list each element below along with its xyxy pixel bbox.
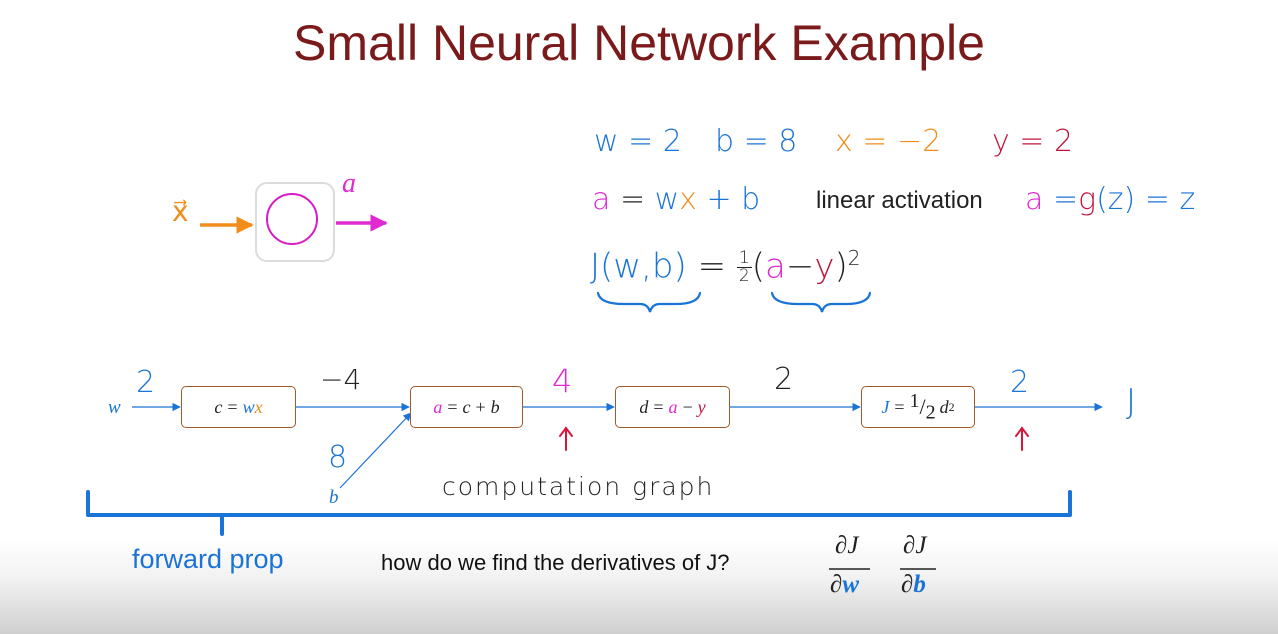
box3-lhs: d	[639, 396, 649, 417]
edge-b-to-a	[339, 412, 412, 489]
box3-a: a	[668, 396, 678, 417]
input-x-vector-label: x⃗	[172, 197, 189, 228]
derivative-dJ-dw-denominator: ∂w	[830, 571, 859, 599]
param-x: x = −2	[835, 124, 942, 159]
cost-half: 1 2	[736, 248, 752, 287]
linear-activation-label: linear activation	[816, 187, 983, 214]
act-eq: =	[1052, 182, 1079, 217]
graph-b-value: 8	[328, 440, 348, 475]
box3-y: y	[697, 396, 706, 417]
dJdb-den-v: b	[913, 571, 926, 598]
node-d-equals-a-minus-y: d=a−y	[615, 386, 730, 428]
red-arrow-a	[559, 426, 573, 451]
computation-graph-caption: computation graph	[442, 472, 715, 501]
box1-lhs: c	[214, 396, 223, 417]
cost-half-den: 2	[738, 266, 750, 287]
box4-exp: 2	[948, 399, 955, 414]
cost-half-num: 1	[736, 248, 752, 269]
slide-title: Small Neural Network Example	[293, 15, 985, 71]
cost-function-equation: J(w,b) = 1 2 (a−y)2	[590, 246, 860, 286]
forward-prop-bracket	[86, 490, 1072, 536]
box2-c: c	[462, 396, 471, 417]
dJdb-den-d: ∂	[901, 571, 914, 598]
derivative-dJ-dw-numerator: ∂J	[835, 532, 858, 560]
cost-minus: −	[785, 246, 815, 287]
param-w: w = 2	[594, 124, 682, 159]
box3-op: −	[682, 396, 693, 417]
activation-function-equation: a =g(z) = z	[1025, 182, 1195, 217]
graph-output-J: J	[1126, 382, 1137, 422]
param-y: y = 2	[992, 124, 1074, 159]
graph-b-label: b	[329, 487, 339, 508]
eq-equals: =	[619, 182, 646, 217]
value-J: 2	[1010, 365, 1030, 400]
graph-w-value: 2	[136, 365, 156, 400]
dJdw-num: ∂J	[835, 532, 859, 559]
cost-y: y	[814, 246, 835, 287]
node-a-equals-c-plus-b: a=c+b	[410, 386, 523, 428]
cost-close: )	[834, 246, 848, 287]
act-a: a	[1025, 182, 1044, 217]
eq-x: x	[679, 182, 697, 217]
red-arrow-J	[1015, 426, 1029, 451]
derivative-dJ-db-denominator: ∂b	[901, 571, 926, 599]
box1-w: w	[242, 396, 255, 417]
neuron-circle	[266, 193, 318, 245]
box4-half: 1/2	[909, 389, 936, 424]
cost-open: (	[751, 246, 765, 287]
dJdb-num: ∂J	[903, 532, 927, 559]
box4-den: 2	[925, 401, 936, 424]
box1-eq: =	[227, 396, 238, 417]
cost-equals: =	[697, 246, 727, 287]
derivatives-question: how do we find the derivatives of J?	[381, 550, 730, 575]
cost-lhs: J(w,b)	[590, 246, 687, 287]
box1-x: x	[254, 396, 263, 417]
box2-op: +	[475, 396, 486, 417]
box4-eq: =	[894, 396, 905, 417]
value-a: 4	[552, 362, 573, 400]
dJdw-den-v: w	[842, 571, 860, 598]
value-d: 2	[774, 362, 794, 397]
cost-a: a	[764, 246, 786, 287]
box2-b: b	[490, 396, 500, 417]
dJdw-den-d: ∂	[830, 571, 843, 598]
box2-eq: =	[447, 396, 458, 417]
neuron-output-label: a	[342, 168, 356, 199]
value-c: −4	[320, 363, 362, 396]
act-g: g	[1078, 182, 1097, 217]
eq-a: a	[592, 182, 611, 217]
act-rest: (z) = z	[1096, 182, 1196, 217]
underbrace-error	[770, 291, 872, 313]
box4-d: d	[939, 396, 949, 417]
linear-model-equation: a = wx + b	[592, 182, 760, 217]
box3-eq: =	[653, 396, 664, 417]
box4-lhs: J	[881, 396, 890, 417]
box4-num: 1	[909, 389, 920, 412]
eq-w: w	[654, 182, 680, 217]
eq-plus-b: + b	[706, 182, 761, 217]
box2-lhs: a	[433, 396, 443, 417]
underbrace-params	[596, 291, 702, 313]
graph-w-label: w	[108, 397, 121, 418]
cost-power: 2	[847, 246, 861, 270]
param-b: b = 8	[715, 124, 798, 159]
derivative-dJ-db-numerator: ∂J	[903, 532, 926, 560]
forward-prop-label: forward prop	[132, 544, 284, 574]
